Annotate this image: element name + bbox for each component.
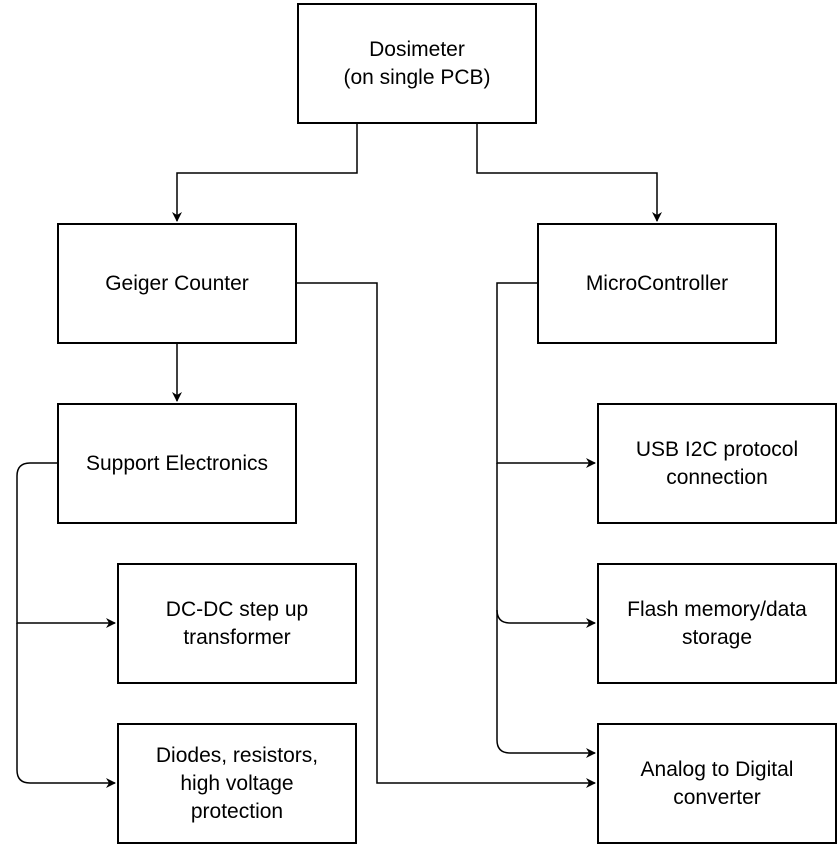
geiger-counter-node[interactable]: Geiger Counter bbox=[57, 223, 297, 344]
edge-dosimeter-to-geiger bbox=[172, 123, 358, 222]
geiger-counter-label: Geiger Counter bbox=[105, 271, 249, 295]
edge-micro-to-adc bbox=[496, 610, 596, 758]
edge-geiger-to-adc bbox=[297, 282, 596, 788]
diodes-protection-node[interactable]: Diodes, resistors, high voltage protecti… bbox=[117, 723, 357, 844]
support-electronics-label: Support Electronics bbox=[85, 451, 269, 475]
microcontroller-label: MicroController bbox=[585, 271, 729, 295]
support-electronics-node[interactable]: Support Electronics bbox=[57, 403, 297, 524]
adc-converter-label: Analog to Digital converter bbox=[640, 757, 794, 809]
edge-dosimeter-to-micro bbox=[476, 123, 662, 222]
usb-i2c-label: USB I2C protocol connection bbox=[635, 437, 799, 489]
adc-converter-node[interactable]: Analog to Digital converter bbox=[597, 723, 837, 844]
flash-memory-node[interactable]: Flash memory/data storage bbox=[597, 563, 837, 684]
flash-memory-label: Flash memory/data storage bbox=[627, 597, 807, 649]
microcontroller-node[interactable]: MicroController bbox=[537, 223, 777, 344]
dosimeter-label: Dosimeter (on single PCB) bbox=[343, 37, 491, 89]
edge-support-to-dcdc bbox=[16, 462, 116, 628]
edge-micro-to-usb bbox=[496, 282, 596, 468]
usb-i2c-node[interactable]: USB I2C protocol connection bbox=[597, 403, 837, 524]
dosimeter-node[interactable]: Dosimeter (on single PCB) bbox=[297, 3, 537, 124]
edge-micro-to-flash bbox=[496, 463, 596, 628]
dc-dc-transformer-node[interactable]: DC-DC step up transformer bbox=[117, 563, 357, 684]
edge-support-to-diodes bbox=[16, 623, 116, 788]
diodes-protection-label: Diodes, resistors, high voltage protecti… bbox=[155, 743, 319, 823]
dc-dc-transformer-label: DC-DC step up transformer bbox=[165, 597, 309, 649]
